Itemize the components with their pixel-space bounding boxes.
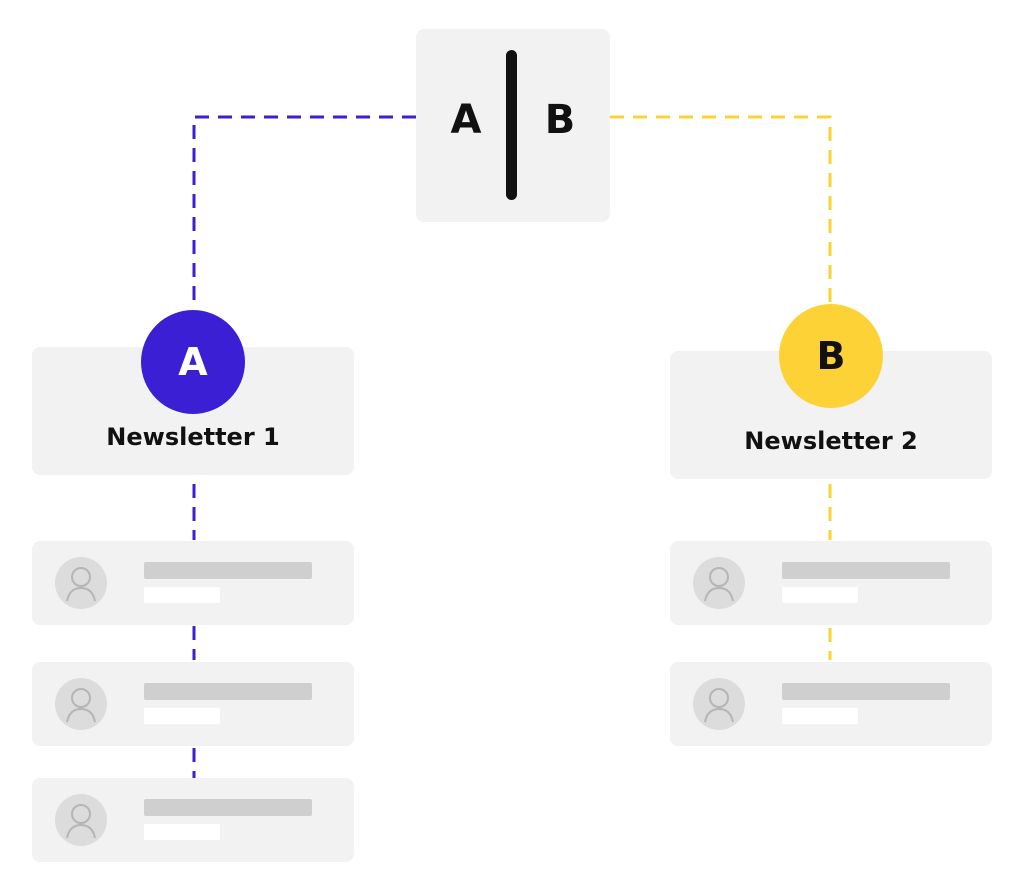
user-avatar-icon: [55, 794, 107, 846]
ab-label-a: A: [450, 97, 482, 143]
detail-placeholder-bar: [782, 587, 858, 603]
subscriber-card: [670, 662, 992, 746]
detail-placeholder-bar: [144, 587, 220, 603]
user-avatar-icon: [693, 678, 745, 730]
subscriber-card: [32, 541, 354, 625]
subscriber-card: [670, 541, 992, 625]
detail-placeholder-bar: [782, 708, 858, 724]
name-placeholder-bar: [782, 683, 950, 700]
detail-placeholder-bar: [144, 708, 220, 724]
variant-badge-b: B: [779, 304, 883, 408]
name-placeholder-bar: [144, 562, 312, 579]
name-placeholder-bar: [144, 683, 312, 700]
variant-title-b: Newsletter 2: [744, 427, 918, 455]
name-placeholder-bar: [782, 562, 950, 579]
name-placeholder-bar: [144, 799, 312, 816]
user-avatar-icon: [55, 678, 107, 730]
subscriber-card: [32, 662, 354, 746]
user-avatar-icon: [55, 557, 107, 609]
user-avatar-icon: [693, 557, 745, 609]
detail-placeholder-bar: [144, 824, 220, 840]
variant-badge-a: A: [141, 310, 245, 414]
variant-title-a: Newsletter 1: [106, 423, 280, 451]
ab-label-b: B: [544, 97, 576, 143]
subscriber-card: [32, 778, 354, 862]
connector-line-b: [610, 115, 832, 302]
connector-line-a: [192, 115, 416, 308]
ab-divider: [506, 50, 517, 200]
